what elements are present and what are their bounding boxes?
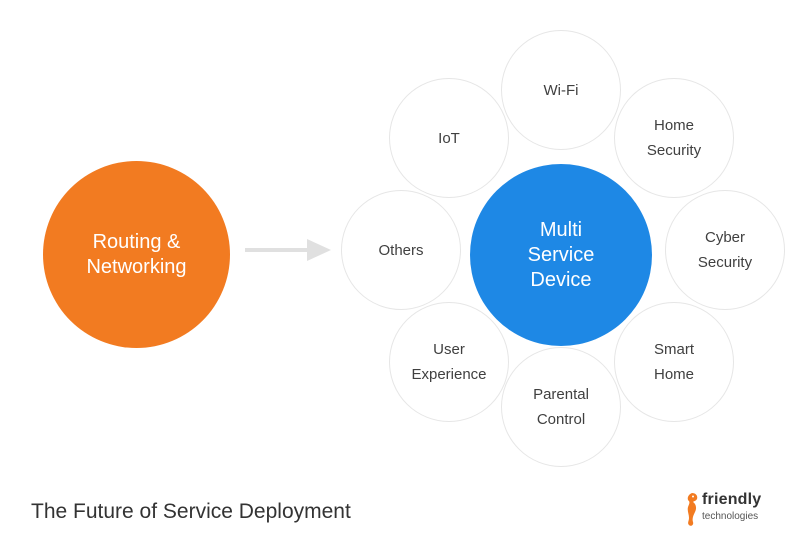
page-caption: The Future of Service Deployment: [31, 500, 351, 523]
friendly-technologies-logo: friendly technologies: [684, 491, 784, 532]
service-iot-label: IoT: [438, 129, 460, 147]
service-user-experience: User Experience: [389, 302, 509, 422]
service-cyber-security: Cyber Security: [665, 190, 785, 310]
brand-name: friendly: [702, 491, 762, 508]
service-iot: IoT: [389, 78, 509, 198]
brand-tagline: technologies: [702, 511, 759, 522]
seahorse-icon: [687, 493, 698, 526]
service-wifi: Wi-Fi: [501, 30, 621, 150]
routing-networking-label: Routing & Networking: [86, 230, 187, 278]
service-others: Others: [341, 190, 461, 310]
arrow-right-icon: [245, 239, 331, 261]
service-parental-control-label: Parental Control: [533, 386, 589, 428]
service-user-experience-label: User Experience: [411, 341, 487, 383]
service-others-label: Others: [378, 241, 424, 259]
multi-service-device-label: Multi Service Device: [527, 218, 595, 291]
service-smart-home: Smart Home: [614, 302, 734, 422]
service-cyber-security-label: Cyber Security: [697, 229, 753, 271]
service-home-security: Home Security: [614, 78, 734, 198]
service-wifi-label: Wi-Fi: [543, 81, 579, 99]
service-smart-home-label: Smart Home: [653, 341, 694, 383]
multi-service-device-node: Multi Service Device: [470, 164, 652, 346]
routing-networking-node: Routing & Networking: [43, 161, 230, 348]
service-home-security-label: Home Security: [646, 117, 702, 159]
service-parental-control: Parental Control: [501, 347, 621, 467]
